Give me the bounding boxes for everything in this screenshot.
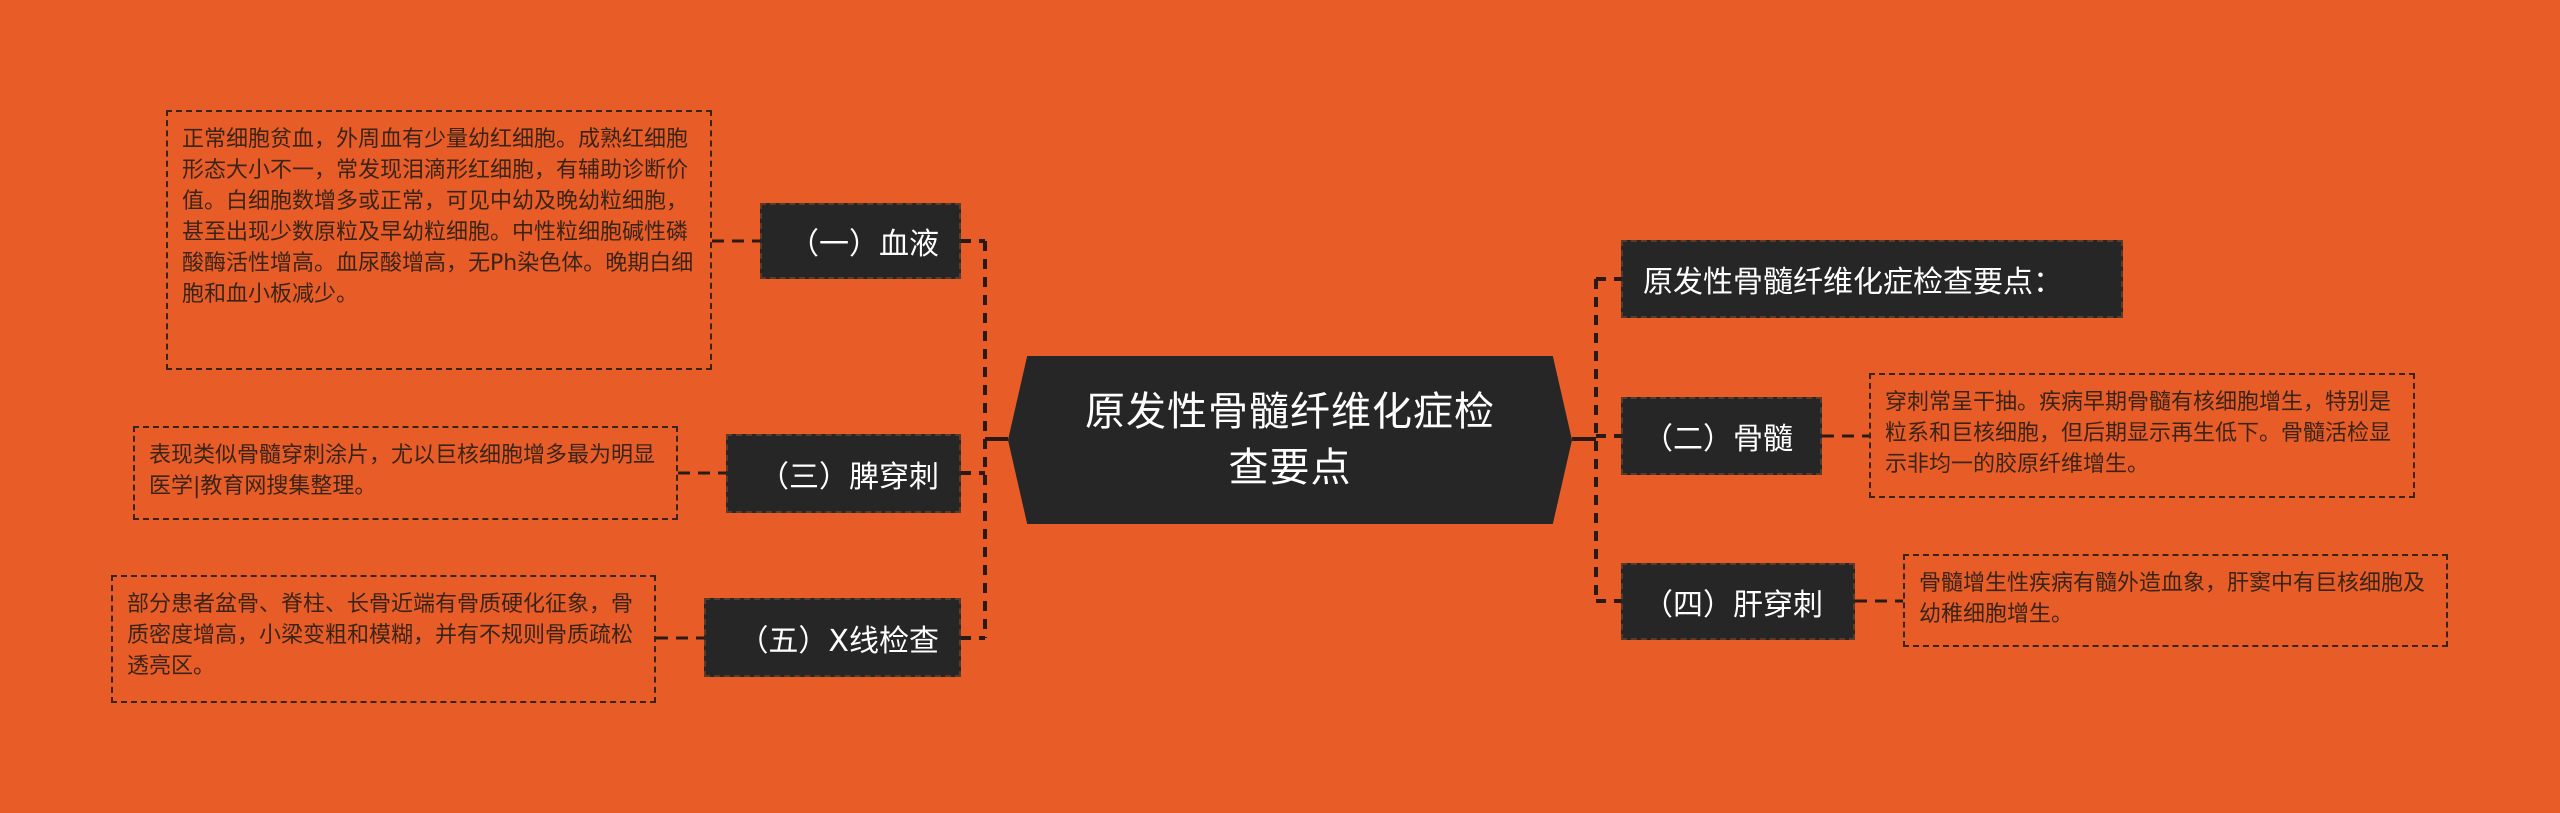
branch-label-bone-marrow: （二）骨髓 bbox=[1643, 422, 1793, 457]
detail-box-xray[interactable]: 部分患者盆骨、脊柱、长骨近端有骨质硬化征象，骨质密度增高，小梁变粗和模糊，并有不… bbox=[111, 575, 656, 703]
branch-node-blood[interactable]: （一）血液 bbox=[760, 203, 961, 279]
center-topic-label: 原发性骨髓纤维化症检查要点 bbox=[1085, 389, 1495, 491]
detail-text-blood: 正常细胞贫血，外周血有少量幼红细胞。成熟红细胞形态大小不一，常发现泪滴形红细胞，… bbox=[182, 127, 694, 307]
detail-text-xray: 部分患者盆骨、脊柱、长骨近端有骨质硬化征象，骨质密度增高，小梁变粗和模糊，并有不… bbox=[127, 592, 634, 679]
branch-node-spleen-puncture[interactable]: （三）脾穿刺 bbox=[726, 434, 961, 513]
detail-text-spleen-puncture: 表现类似骨髓穿刺涂片，尤以巨核细胞增多最为明显医学|教育网搜集整理。 bbox=[149, 443, 656, 499]
detail-box-bone-marrow[interactable]: 穿刺常呈干抽。疾病早期骨髓有核细胞增生，特别是粒系和巨核细胞，但后期显示再生低下… bbox=[1869, 373, 2415, 498]
branch-label-blood: （一）血液 bbox=[789, 227, 939, 262]
branch-label-liver-puncture: （四）肝穿刺 bbox=[1643, 587, 1823, 623]
branch-node-liver-puncture[interactable]: （四）肝穿刺 bbox=[1621, 563, 1855, 640]
branch-node-xray[interactable]: （五）X线检查 bbox=[704, 598, 961, 677]
detail-text-bone-marrow: 穿刺常呈干抽。疾病早期骨髓有核细胞增生，特别是粒系和巨核细胞，但后期显示再生低下… bbox=[1885, 390, 2392, 477]
branch-node-bone-marrow[interactable]: （二）骨髓 bbox=[1621, 397, 1822, 475]
branch-node-summary[interactable]: 原发性骨髓纤维化症检查要点： bbox=[1621, 240, 2123, 318]
detail-text-liver-puncture: 骨髓增生性疾病有髓外造血象，肝窦中有巨核细胞及幼稚细胞增生。 bbox=[1919, 571, 2426, 627]
branch-label-xray: （五）X线检查 bbox=[738, 623, 939, 659]
branch-label-summary: 原发性骨髓纤维化症检查要点： bbox=[1643, 265, 2063, 300]
detail-box-liver-puncture[interactable]: 骨髓增生性疾病有髓外造血象，肝窦中有巨核细胞及幼稚细胞增生。 bbox=[1903, 554, 2448, 647]
center-topic-node[interactable]: 原发性骨髓纤维化症检查要点 bbox=[1008, 356, 1572, 524]
branch-label-spleen-puncture: （三）脾穿刺 bbox=[759, 459, 939, 495]
detail-box-spleen-puncture[interactable]: 表现类似骨髓穿刺涂片，尤以巨核细胞增多最为明显医学|教育网搜集整理。 bbox=[133, 426, 678, 520]
detail-box-blood[interactable]: 正常细胞贫血，外周血有少量幼红细胞。成熟红细胞形态大小不一，常发现泪滴形红细胞，… bbox=[166, 110, 712, 370]
